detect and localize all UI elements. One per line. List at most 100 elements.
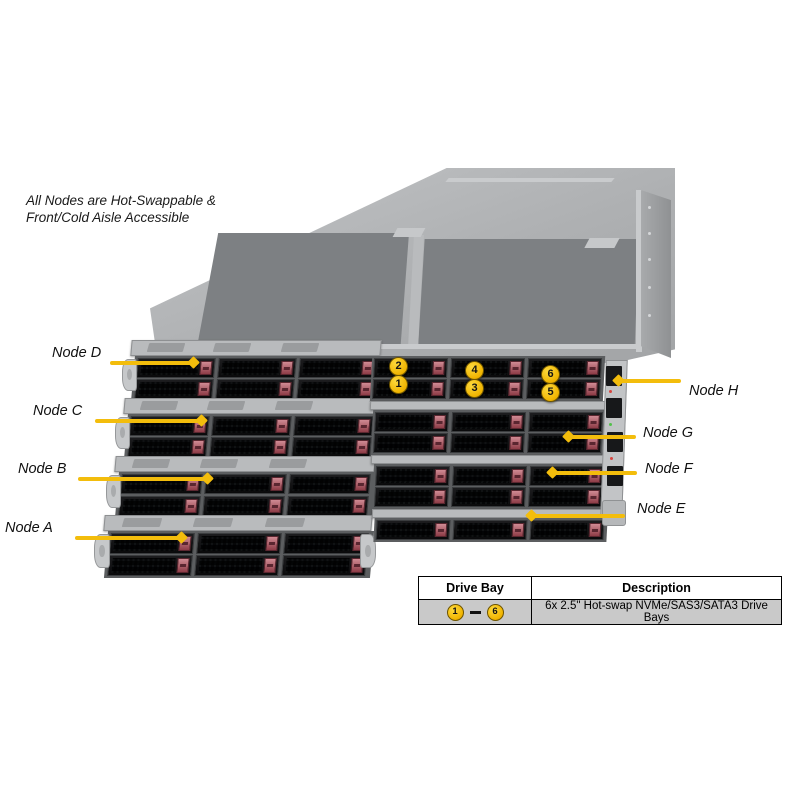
callout-3[interactable]: 3 <box>465 379 484 398</box>
chassis-lid-tab-center <box>392 228 426 237</box>
status-led <box>610 457 613 460</box>
node-label-a: Node A <box>5 520 53 536</box>
node-label-f: Node F <box>645 461 693 477</box>
drive-bay[interactable] <box>283 533 369 554</box>
drive-bay[interactable] <box>209 437 290 457</box>
chassis-lid-panel-left <box>197 233 409 347</box>
node-g-sled-edge[interactable] <box>370 455 608 464</box>
leader-line-node-f <box>553 471 637 475</box>
drive-bay[interactable] <box>286 496 369 516</box>
node-label-h: Node H <box>689 383 739 399</box>
drive-bay[interactable] <box>450 487 526 507</box>
rivet <box>648 314 651 317</box>
leader-line-node-e <box>531 514 625 518</box>
drive-bay[interactable] <box>375 466 451 486</box>
drive-bay[interactable] <box>372 433 448 453</box>
header-description: Description <box>531 576 782 600</box>
drive-bay[interactable] <box>118 496 201 516</box>
chassis-right-side-panel <box>641 190 671 358</box>
drive-bay[interactable] <box>134 379 214 399</box>
vent-slots <box>199 459 239 468</box>
node-label-c: Node C <box>33 403 83 419</box>
status-led <box>609 423 612 426</box>
node-c-handle[interactable] <box>115 417 130 449</box>
node-label-b: Node B <box>18 461 67 477</box>
header-drive-bay: Drive Bay <box>418 576 532 600</box>
drive-bay[interactable] <box>452 520 528 540</box>
drive-bay[interactable] <box>202 496 285 516</box>
node-e-bay-tray <box>373 518 608 542</box>
drive-bay[interactable] <box>451 412 527 432</box>
leader-line-node-a <box>75 536 182 540</box>
drive-bay[interactable] <box>107 555 193 576</box>
vent-slots <box>274 401 314 410</box>
drive-bay[interactable] <box>127 437 208 457</box>
node-h-sled-edge[interactable] <box>369 401 607 410</box>
chassis-lid-rail-right <box>636 190 642 352</box>
chassis-lid-rail-top <box>445 178 615 182</box>
callout-4[interactable]: 4 <box>465 361 484 380</box>
drive-bay[interactable] <box>528 412 604 432</box>
callout-2[interactable]: 2 <box>389 357 408 376</box>
drive-bay[interactable] <box>298 358 378 378</box>
drive-bay[interactable] <box>452 466 528 486</box>
callout-6[interactable]: 6 <box>541 365 560 384</box>
leader-line-node-b <box>78 477 208 481</box>
leader-line-node-c <box>95 419 202 423</box>
drive-bay[interactable] <box>529 466 605 486</box>
control-panel-block-g[interactable] <box>606 398 622 418</box>
node-a-handle-right[interactable] <box>360 534 376 568</box>
annotation-note: All Nodes are Hot-Swappable & Front/Cold… <box>26 192 286 226</box>
vent-slots <box>121 518 163 527</box>
drive-bay[interactable] <box>525 379 601 399</box>
drive-bay[interactable] <box>291 437 372 457</box>
drive-bay[interactable] <box>204 474 287 494</box>
vent-slots <box>212 343 252 352</box>
drive-bay[interactable] <box>296 379 376 399</box>
vent-slots <box>268 459 308 468</box>
node-label-d: Node D <box>52 345 102 361</box>
node-label-e: Node E <box>637 501 686 517</box>
drive-bay[interactable] <box>373 487 449 507</box>
vent-slots <box>139 401 179 410</box>
vent-slots <box>264 518 306 527</box>
drive-bay[interactable] <box>371 379 447 399</box>
range-dash-icon <box>469 610 481 614</box>
chassis-right-foot <box>602 500 626 526</box>
drive-bay[interactable] <box>215 379 295 399</box>
status-led <box>609 390 612 393</box>
drive-bay[interactable] <box>281 555 367 576</box>
drive-bay[interactable] <box>375 520 451 540</box>
badge-bay-to: 6 <box>486 603 504 621</box>
node-d-handle[interactable] <box>122 359 137 391</box>
drive-bay[interactable] <box>293 416 374 436</box>
drive-bay-legend-table: Drive Bay Description 1 6 6x 2.5" Hot-sw… <box>418 576 782 625</box>
badge-bay-from: 1 <box>446 603 464 621</box>
rivet <box>648 258 651 261</box>
drive-bay[interactable] <box>527 487 603 507</box>
node-b-handle[interactable] <box>106 475 121 508</box>
drive-bay[interactable] <box>373 358 449 378</box>
callout-5[interactable]: 5 <box>541 383 560 402</box>
drive-bay[interactable] <box>529 520 605 540</box>
drive-bay[interactable] <box>448 379 524 399</box>
node-a-handle[interactable] <box>94 534 110 568</box>
vent-slots <box>146 343 186 352</box>
leader-line-node-g <box>568 435 636 439</box>
drive-bay[interactable] <box>374 412 450 432</box>
rivet <box>648 206 651 209</box>
table-row: 1 6 6x 2.5" Hot-swap NVMe/SAS3/SATA3 Dri… <box>418 599 782 625</box>
drive-bay[interactable] <box>449 433 525 453</box>
control-panel-block-e[interactable] <box>607 466 623 486</box>
leader-line-node-h <box>620 379 681 383</box>
drive-bay[interactable] <box>194 555 280 576</box>
chassis-lid-tab-right <box>584 238 620 248</box>
drive-bay[interactable] <box>217 358 297 378</box>
callout-1[interactable]: 1 <box>389 375 408 394</box>
drive-bay[interactable] <box>527 358 603 378</box>
drive-bay[interactable] <box>288 474 371 494</box>
drive-bay[interactable] <box>196 533 282 554</box>
drive-bay[interactable] <box>211 416 292 436</box>
drive-bay[interactable] <box>450 358 526 378</box>
